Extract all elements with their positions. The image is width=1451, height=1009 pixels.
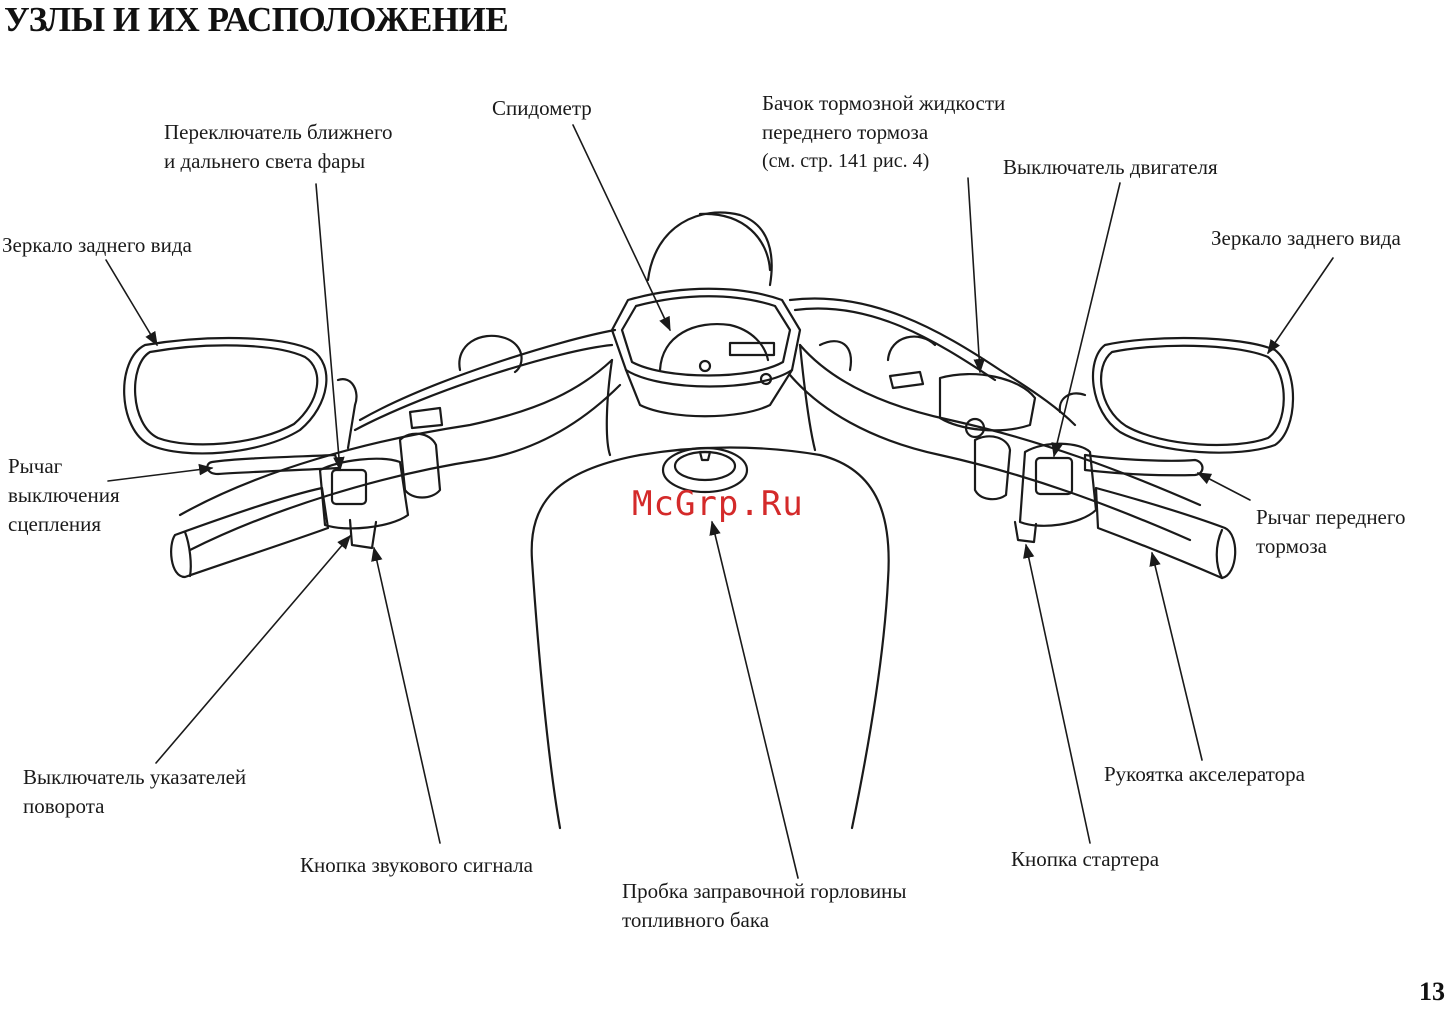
right-grip <box>1094 486 1237 580</box>
right-mirror <box>1091 336 1295 454</box>
speedometer-unit <box>610 287 802 418</box>
watermark: McGrp.Ru <box>632 484 804 524</box>
label-speedometer: Спидометр <box>492 96 592 120</box>
left-grip <box>170 486 330 579</box>
brake-reservoir <box>938 372 1037 432</box>
label-engine-stop-switch: Выключатель двигателя <box>1003 155 1218 179</box>
label-headlight-switch: Переключатель ближнего и дальнего света … <box>164 120 393 173</box>
label-front-brake-lever: Рычаг переднего тормоза <box>1256 505 1406 558</box>
label-starter-button: Кнопка стартера <box>1011 847 1160 871</box>
left-mirror <box>123 336 328 455</box>
headlight <box>646 211 773 287</box>
fuel-cap <box>661 446 749 494</box>
handlebar <box>178 358 614 517</box>
label-clutch-lever: Рычаг выключения сцепления <box>8 454 120 536</box>
left-switch-housing <box>318 457 410 530</box>
page-title: УЗЛЫ И ИХ РАСПОЛОЖЕНИЕ <box>4 0 509 39</box>
label-fuel-cap: Пробка заправочной горловины топливного … <box>622 879 907 932</box>
fuel-tank <box>530 446 890 830</box>
label-mirror-right: Зеркало заднего вида <box>1211 226 1401 250</box>
front-brake-lever <box>1083 453 1204 477</box>
label-brake-reservoir: Бачок тормозной жидкости переднего тормо… <box>762 89 1005 176</box>
label-throttle-grip: Рукоятка акселератора <box>1104 762 1305 786</box>
page-number: 13 <box>1419 977 1445 1006</box>
label-brake-reservoir-ref: (см. стр. 141 рис. 4) <box>762 150 930 172</box>
label-turn-signal-switch: Выключатель указателей поворота <box>23 765 247 818</box>
label-horn-button: Кнопка звукового сигнала <box>300 853 533 877</box>
label-mirror-left: Зеркало заднего вида <box>2 233 192 257</box>
